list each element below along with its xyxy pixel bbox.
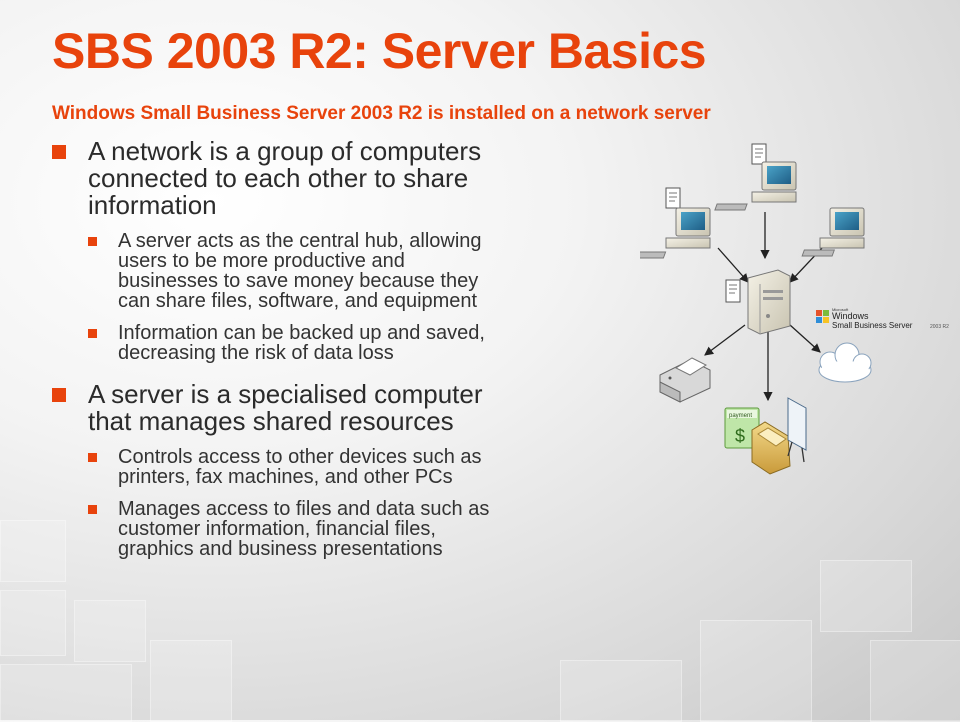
bullet-line: information: [88, 190, 217, 220]
logo-microsoft: Microsoft: [832, 307, 849, 312]
sub-bullet-line: Manages access to files and data such as: [118, 498, 490, 520]
payment-label: payment: [729, 413, 752, 419]
arrow-left-pc-to-server: [717, 247, 749, 283]
bullet-item: A network is a group of computers connec…: [52, 138, 632, 219]
sub-bullet-item: Controls access to other devices such as…: [52, 447, 632, 487]
background-tile: [0, 590, 66, 656]
slide-subtitle: Windows Small Business Server 2003 R2 is…: [52, 103, 711, 124]
background-tile: [700, 620, 812, 722]
bullet-line: A server is a specialised computer: [88, 379, 483, 409]
background-tile: [0, 520, 66, 582]
background-tile: [74, 600, 146, 662]
sub-bullet-line: Information can be backed up and saved,: [118, 322, 485, 344]
sub-bullet-line: graphics and business presentations: [118, 538, 443, 560]
bullet-line: that manages shared resources: [88, 406, 454, 436]
dollar-sign: $: [735, 426, 745, 446]
background-tile: [150, 640, 232, 722]
sub-bullet-marker: [88, 237, 97, 246]
network-diagram: Microsoft Windows Small Business Server …: [640, 143, 949, 475]
computer-icon: [801, 207, 865, 257]
logo-product: Small Business Server: [832, 321, 913, 330]
printer-icon: [659, 357, 711, 403]
sub-bullet-line: A server acts as the central hub, allowi…: [118, 230, 482, 252]
sub-bullet-item: A server acts as the central hub, allowi…: [52, 231, 632, 311]
bullet-line: connected to each other to share: [88, 163, 469, 193]
background-tile: [820, 560, 912, 632]
sub-bullet-item: Information can be backed up and saved, …: [52, 323, 632, 363]
arrow-server-to-cloud: [789, 324, 821, 353]
sub-bullet-line: decreasing the risk of data loss: [118, 342, 394, 364]
folder-icon: [751, 421, 791, 475]
bullet-item: A server is a specialised computer that …: [52, 381, 632, 435]
background-tile: [0, 664, 132, 722]
document-icon: [665, 187, 681, 209]
document-icon: [725, 279, 741, 303]
sub-bullet-line: Controls access to other devices such as: [118, 446, 482, 468]
sub-bullet-item: Manages access to files and data such as…: [52, 499, 632, 559]
sub-bullet-marker: [88, 505, 97, 514]
sub-bullet-line: businesses to save money because they: [118, 270, 479, 292]
arrow-server-to-printer: [704, 324, 746, 356]
background-tile: [870, 640, 960, 722]
sub-bullet-line: customer information, financial files,: [118, 518, 436, 540]
logo-windows: Windows: [832, 311, 869, 321]
sub-bullet-line: users to be more productive and: [118, 250, 405, 272]
document-icon: [751, 143, 767, 165]
bullet-marker: [52, 145, 66, 159]
bullet-marker: [52, 388, 66, 402]
computer-icon: [714, 143, 797, 211]
sub-bullet-marker: [88, 329, 97, 338]
windows-sbs-logo: Microsoft Windows Small Business Server …: [816, 307, 949, 330]
cloud-icon: [818, 342, 872, 383]
bullet-line: A network is a group of computers: [88, 136, 482, 166]
sub-bullet-line: printers, fax machines, and other PCs: [118, 466, 453, 488]
bullet-list: A network is a group of computers connec…: [52, 138, 632, 577]
presentation-icon: [787, 397, 807, 463]
logo-version: 2003 R2: [930, 324, 949, 330]
sub-bullet-marker: [88, 453, 97, 462]
background-tile: [560, 660, 682, 722]
computer-icon: [640, 187, 711, 259]
server-icon: [725, 269, 791, 335]
sub-bullet-line: can share files, software, and equipment: [118, 290, 478, 312]
slide-title: SBS 2003 R2: Server Basics: [52, 23, 707, 79]
